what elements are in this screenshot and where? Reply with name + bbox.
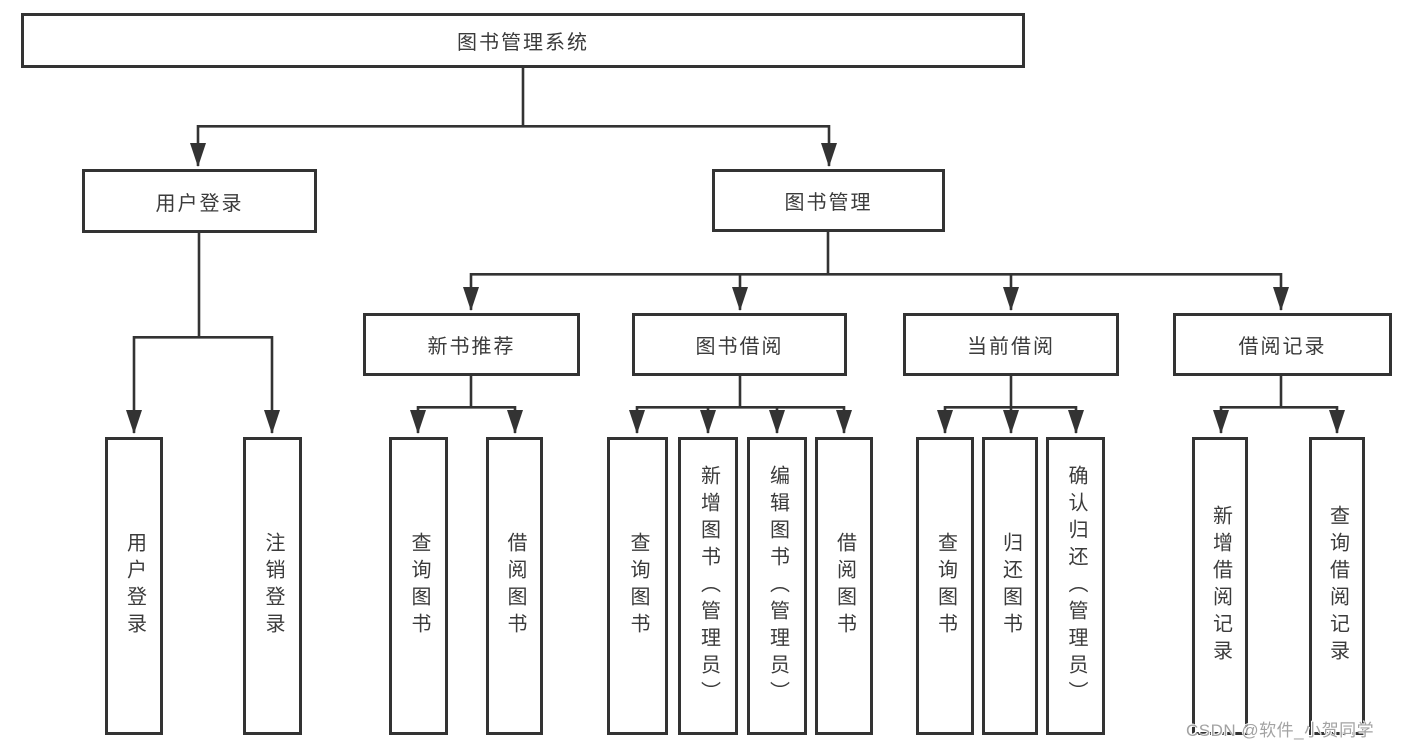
node-label: 新增图书（管理员） xyxy=(697,464,720,708)
node-leaf-borrow-books: 借阅图书 xyxy=(815,437,873,735)
node-label: 查询图书 xyxy=(627,532,649,640)
node-leaf-query-books-current: 查询图书 xyxy=(916,437,974,735)
connector-borrow-records-branch xyxy=(1213,376,1345,434)
node-label: 当前借阅 xyxy=(967,336,1055,358)
node-label: 图书管理系统 xyxy=(457,32,589,54)
node-leaf-confirm-return-admin: 确认归还（管理员） xyxy=(1046,437,1105,735)
node-label: 查询图书 xyxy=(408,532,430,640)
node-label: 图书借阅 xyxy=(695,336,784,358)
connector-user-login-branch xyxy=(126,233,280,434)
node-label: 注销登录 xyxy=(262,532,284,640)
node-user-login-module: 用户登录 xyxy=(82,169,317,233)
node-leaf-query-books-borrowing: 查询图书 xyxy=(607,437,668,735)
node-leaf-logout: 注销登录 xyxy=(243,437,302,735)
node-book-management-module: 图书管理 xyxy=(712,169,945,232)
node-leaf-borrow-books-recommend: 借阅图书 xyxy=(486,437,543,735)
node-label: 借阅记录 xyxy=(1238,336,1327,358)
node-label: 借阅图书 xyxy=(833,532,856,640)
node-label: 图书管理 xyxy=(784,192,873,214)
node-label: 确认归还（管理员） xyxy=(1065,464,1087,708)
node-label: 查询借阅记录 xyxy=(1326,505,1349,667)
node-current-borrowing: 当前借阅 xyxy=(903,313,1119,376)
node-label: 用户登录 xyxy=(155,192,244,215)
node-label: 新书推荐 xyxy=(427,336,516,358)
node-label: 查询图书 xyxy=(934,532,957,640)
connector-book-borrowing-branch xyxy=(629,376,852,434)
node-label: 新增借阅记录 xyxy=(1209,505,1232,667)
node-label: 借阅图书 xyxy=(504,532,526,640)
node-label: 编辑图书（管理员） xyxy=(766,464,789,708)
connector-current-borrowing-branch xyxy=(937,376,1084,434)
connector-new-book-branch xyxy=(410,376,523,434)
node-label: 归还图书 xyxy=(999,532,1022,640)
node-leaf-query-books-recommend: 查询图书 xyxy=(389,437,448,735)
node-book-borrowing: 图书借阅 xyxy=(632,313,847,376)
node-leaf-add-borrow-record: 新增借阅记录 xyxy=(1192,437,1248,735)
node-root-library-system: 图书管理系统 xyxy=(21,13,1025,68)
node-leaf-user-login: 用户登录 xyxy=(105,437,163,735)
connector-root-to-level2 xyxy=(190,68,837,167)
node-leaf-edit-book-admin: 编辑图书（管理员） xyxy=(747,437,807,735)
connector-book-management-branch xyxy=(463,232,1289,311)
node-new-book-recommendation: 新书推荐 xyxy=(363,313,580,376)
node-leaf-return-books: 归还图书 xyxy=(982,437,1038,735)
node-borrowing-records: 借阅记录 xyxy=(1173,313,1392,376)
node-label: 用户登录 xyxy=(123,532,146,640)
csdn-watermark: CSDN @软件_小贺同学 xyxy=(1186,721,1375,740)
node-leaf-query-borrow-record: 查询借阅记录 xyxy=(1309,437,1365,735)
node-leaf-add-book-admin: 新增图书（管理员） xyxy=(678,437,738,735)
